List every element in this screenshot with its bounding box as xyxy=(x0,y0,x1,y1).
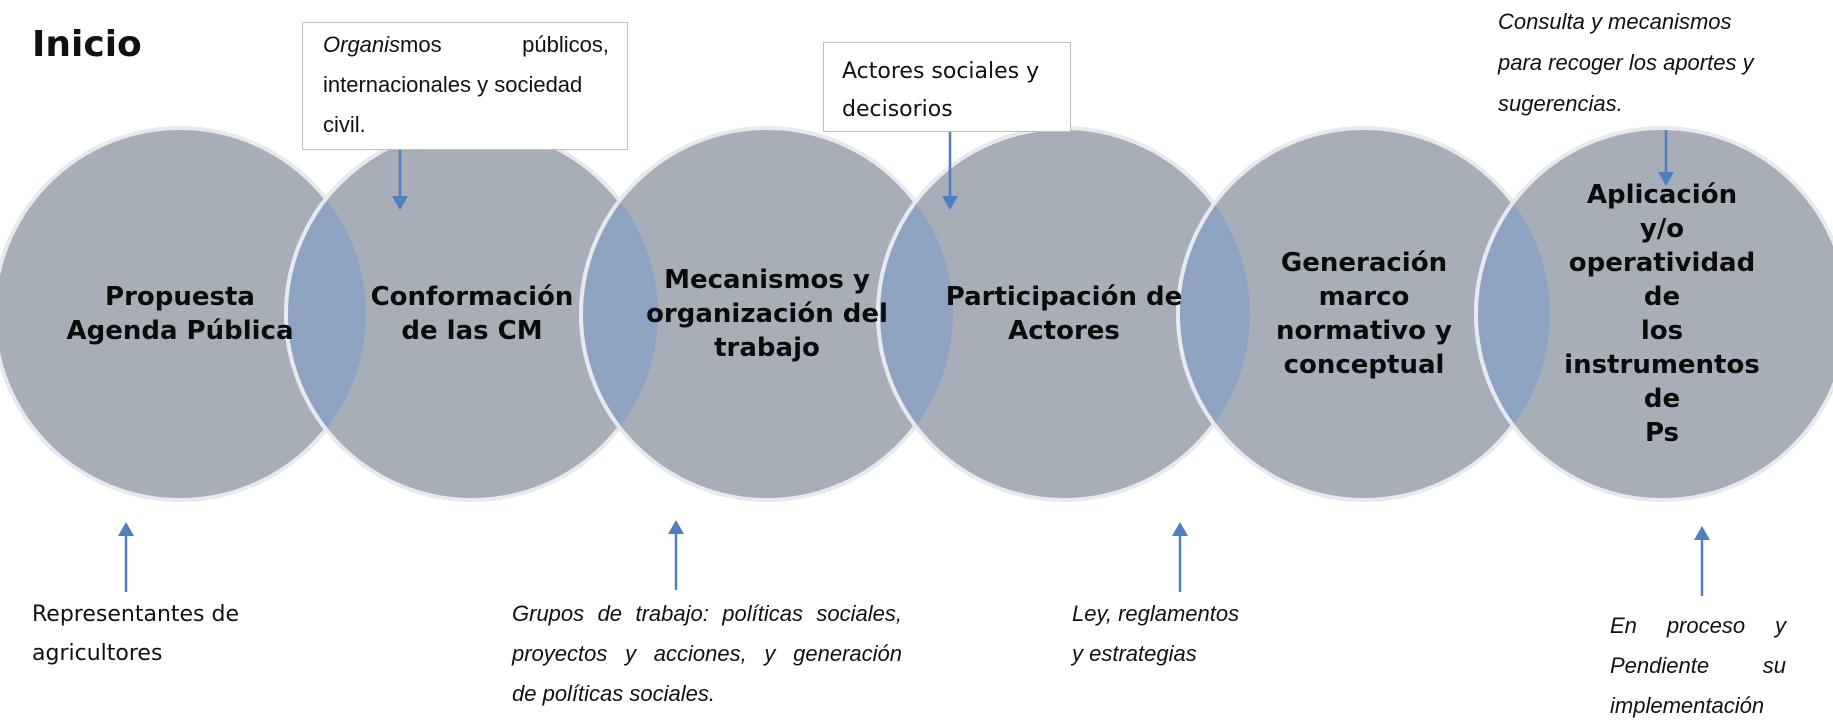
circle-overlap xyxy=(1176,128,1250,500)
circle-label-text: Aplicación y/o operatividad de los instr… xyxy=(1564,180,1760,448)
circle-label-text: Propuesta Agenda Pública xyxy=(66,282,294,346)
organismos-italic-text: Organis xyxy=(323,32,401,57)
arrow-proceso xyxy=(1694,526,1710,596)
actores-line2: decisorios xyxy=(842,97,953,122)
actores-callout: Actores sociales y decisorios xyxy=(823,42,1071,132)
arrow-organismos xyxy=(392,142,408,210)
arrow-consulta xyxy=(1658,130,1674,186)
organismos-callout: Organismos públicos, internacionales y s… xyxy=(302,22,628,150)
consulta-line3: sugerencias. xyxy=(1498,91,1623,116)
circle-label-aplicacion: Aplicación y/o operatividad de los instr… xyxy=(1564,178,1760,450)
circle-label-text: Generación marco normativo y conceptual xyxy=(1276,248,1452,380)
ley-line1: Ley, reglamentos xyxy=(1072,601,1240,626)
representantes-line2: agricultores xyxy=(32,641,163,666)
circle-label-conformacion: Conformación de las CM xyxy=(371,280,574,348)
grupos-line1: Grupos de trabajo: políticas sociales, xyxy=(512,601,902,626)
arrow-representantes xyxy=(118,522,134,592)
proceso-line2: Pendiente su xyxy=(1610,653,1786,678)
consulta-line2: para recoger los aportes y xyxy=(1498,50,1754,75)
page-title: Inicio xyxy=(32,24,142,65)
circle-label-participacion: Participación de Actores xyxy=(946,280,1183,348)
circle-overlap xyxy=(579,128,658,500)
grupos-line2: proyectos y acciones, y generación xyxy=(512,641,902,666)
ley-line2: y estrategias xyxy=(1072,641,1197,666)
circle-overlap xyxy=(876,128,953,500)
arrow-grupos xyxy=(668,520,684,590)
circle-label-text: Participación de Actores xyxy=(945,282,1183,346)
organismos-rest-text: mos públicos, xyxy=(400,32,609,57)
organismos-line3: civil. xyxy=(323,112,366,137)
proceso-line1: En proceso y xyxy=(1610,613,1786,638)
circle-label-propuesta: Propuesta Agenda Pública xyxy=(66,280,293,348)
actores-line1: Actores sociales y xyxy=(842,59,1040,84)
circle-label-text: Conformación de las CM xyxy=(370,282,574,346)
arrow-ley xyxy=(1172,522,1188,592)
proceso-line3: implementación xyxy=(1610,693,1765,718)
representantes-line1: Representantes de xyxy=(32,602,240,627)
circle-overlap xyxy=(284,128,366,500)
circle-overlap xyxy=(1474,128,1550,500)
organismos-line2: internacionales y sociedad xyxy=(323,72,583,97)
circle-label-mecanismos: Mecanismos y organización del trabajo xyxy=(646,263,888,365)
circle-label-generacion: Generación marco normativo y conceptual xyxy=(1276,246,1452,382)
organismos-line1: Organismos públicos, xyxy=(323,25,609,65)
grupos-line3: de políticas sociales. xyxy=(512,681,715,706)
consulta-line1: Consulta y mecanismos xyxy=(1498,9,1732,34)
circle-label-text: Mecanismos y organización del trabajo xyxy=(646,265,888,363)
